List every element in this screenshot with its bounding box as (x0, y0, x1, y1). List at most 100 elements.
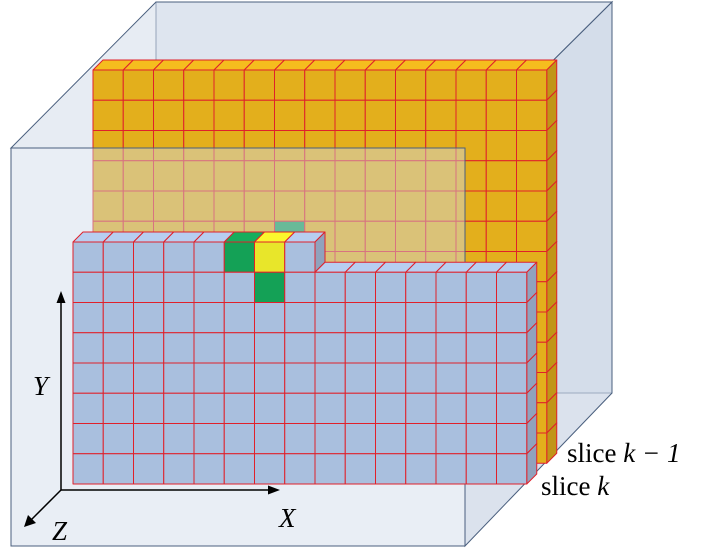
voxel-front (274, 69, 306, 101)
voxel-front (153, 69, 185, 101)
front-voxel (72, 271, 104, 303)
x-axis-arrowhead (268, 485, 280, 495)
voxel-front (122, 99, 154, 131)
back-voxel (274, 99, 306, 131)
front-voxel (102, 453, 134, 485)
voxel-front (334, 69, 366, 101)
axes: Y X Z (24, 291, 297, 546)
front-voxel (465, 332, 497, 364)
voxel-front (223, 392, 255, 424)
back-voxel (455, 99, 487, 131)
back-voxel (213, 59, 255, 101)
front-voxel (133, 302, 165, 334)
voxel-front (364, 99, 396, 131)
back-voxel (516, 89, 558, 131)
z-axis-arrowhead (24, 515, 36, 527)
voxel-front (516, 99, 548, 131)
front-voxel (254, 362, 286, 394)
front-voxel (193, 302, 225, 334)
voxel-front (163, 362, 195, 394)
voxel-front (465, 453, 497, 485)
back-voxel (395, 59, 437, 101)
voxel-front (516, 190, 548, 222)
voxel-front (72, 453, 104, 485)
voxel-front (254, 241, 286, 273)
front-voxel (344, 302, 376, 334)
front-voxel (193, 362, 225, 394)
front-voxel (496, 292, 538, 334)
voxel-front (133, 423, 165, 455)
voxel-front (163, 332, 195, 364)
front-voxel (344, 362, 376, 394)
voxel-front (72, 392, 104, 424)
slice-k-minus-1-label: slice k − 1 (567, 438, 680, 468)
front-voxel (465, 392, 497, 424)
back-voxel (153, 99, 185, 131)
front-voxel (496, 261, 538, 303)
front-voxel (284, 302, 316, 334)
front-voxel (133, 231, 175, 273)
back-voxel (334, 99, 366, 131)
voxel-front (496, 302, 528, 334)
voxel-front (375, 453, 407, 485)
voxel-front (274, 99, 306, 131)
voxel-front (284, 271, 316, 303)
voxel-front (435, 332, 467, 364)
voxel-front (243, 99, 275, 131)
voxel-front (92, 69, 124, 101)
voxel-front (435, 392, 467, 424)
front-voxel (72, 423, 104, 455)
front-voxel (163, 362, 195, 394)
slice-k-grid (72, 231, 538, 485)
voxel-front (284, 423, 316, 455)
voxel-front (183, 69, 215, 101)
voxel-front (213, 69, 245, 101)
front-voxel (375, 453, 407, 485)
voxel-front (395, 69, 427, 101)
front-voxel (465, 453, 497, 485)
front-voxel (435, 453, 467, 485)
front-voxel (163, 332, 195, 364)
back-voxel (334, 59, 376, 101)
voxel-front (72, 241, 104, 273)
front-voxel (102, 362, 134, 394)
voxel-front (254, 302, 286, 334)
front-voxel (102, 392, 134, 424)
back-voxel (364, 59, 406, 101)
voxel-front (284, 392, 316, 424)
voxel-front (254, 392, 286, 424)
voxel-front (375, 271, 407, 303)
front-voxel (133, 423, 165, 455)
voxel-front (405, 362, 437, 394)
voxel-front (304, 99, 336, 131)
front-voxel (465, 302, 497, 334)
voxel-front (435, 271, 467, 303)
voxel-front (72, 362, 104, 394)
x-axis-label: X (278, 503, 297, 533)
voxel-front (344, 423, 376, 455)
back-voxel (516, 59, 558, 101)
voxel-front (133, 241, 165, 273)
front-voxel (435, 423, 467, 455)
y-axis-label: Y (33, 371, 51, 401)
front-voxel (193, 423, 225, 455)
voxel-front (213, 99, 245, 131)
voxel-front (133, 302, 165, 334)
back-voxel (485, 220, 517, 252)
front-voxel (405, 453, 437, 485)
voxel-front (133, 362, 165, 394)
voxel-front (344, 302, 376, 334)
voxel-front (405, 332, 437, 364)
voxel-front (102, 271, 134, 303)
front-voxel (102, 302, 134, 334)
slice-k-label: slice k (541, 471, 610, 501)
voxel-front (516, 69, 548, 101)
front-voxel (133, 332, 165, 364)
voxel-front (496, 332, 528, 364)
front-voxel (72, 302, 104, 334)
voxel-front (254, 453, 286, 485)
voxel-front (284, 302, 316, 334)
back-voxel (304, 59, 346, 101)
voxel-front (465, 392, 497, 424)
front-voxel (163, 392, 195, 424)
